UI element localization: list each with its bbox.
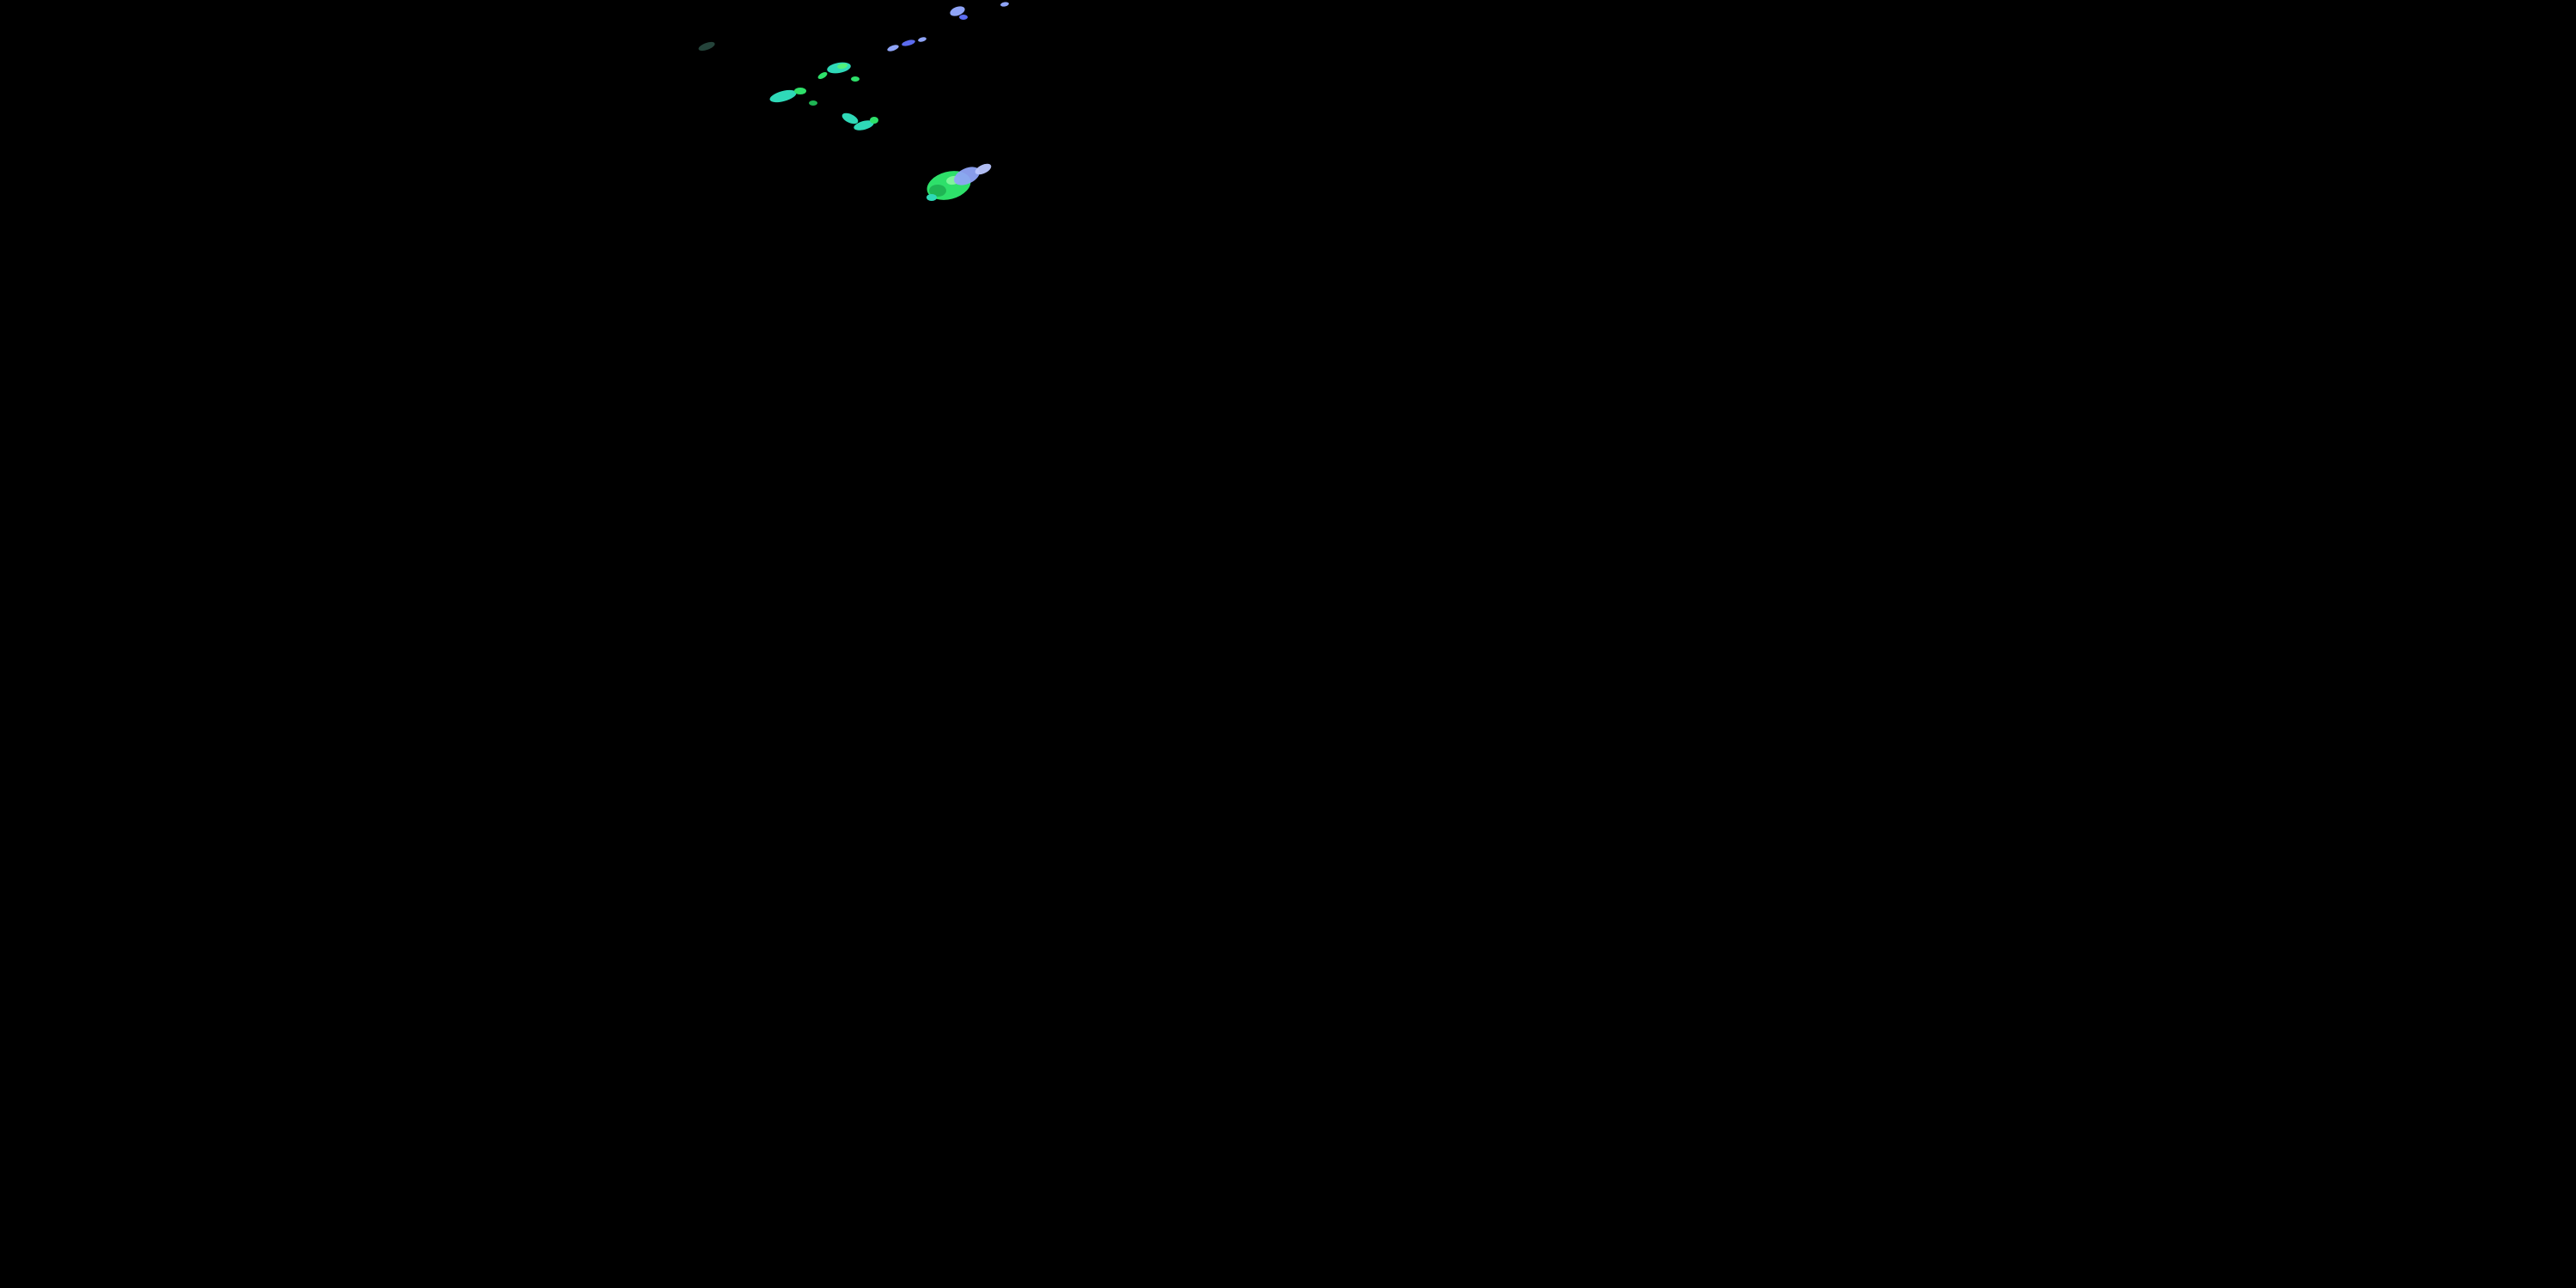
radar-echo [950,6,965,16]
radar-echo [1000,2,1009,7]
radar-echo [927,194,937,201]
radar-echo [870,117,878,124]
radar-echo [887,45,899,52]
radar-echo [918,37,927,42]
radar-echo-group [698,2,1009,201]
radar-echo [794,88,806,94]
radar-echo [769,89,797,103]
radar-echo [854,120,874,131]
radar-echo [698,41,715,52]
radar-echo [841,112,859,125]
radar-echo [837,63,848,70]
radar-echo [817,72,828,79]
radar-echo [975,163,992,175]
radar-echo [902,39,915,46]
radar-echo [809,100,817,106]
radar-echo [959,15,968,20]
radar-echo [954,167,980,185]
radar-echo [929,185,946,197]
radar-echo [851,76,860,82]
